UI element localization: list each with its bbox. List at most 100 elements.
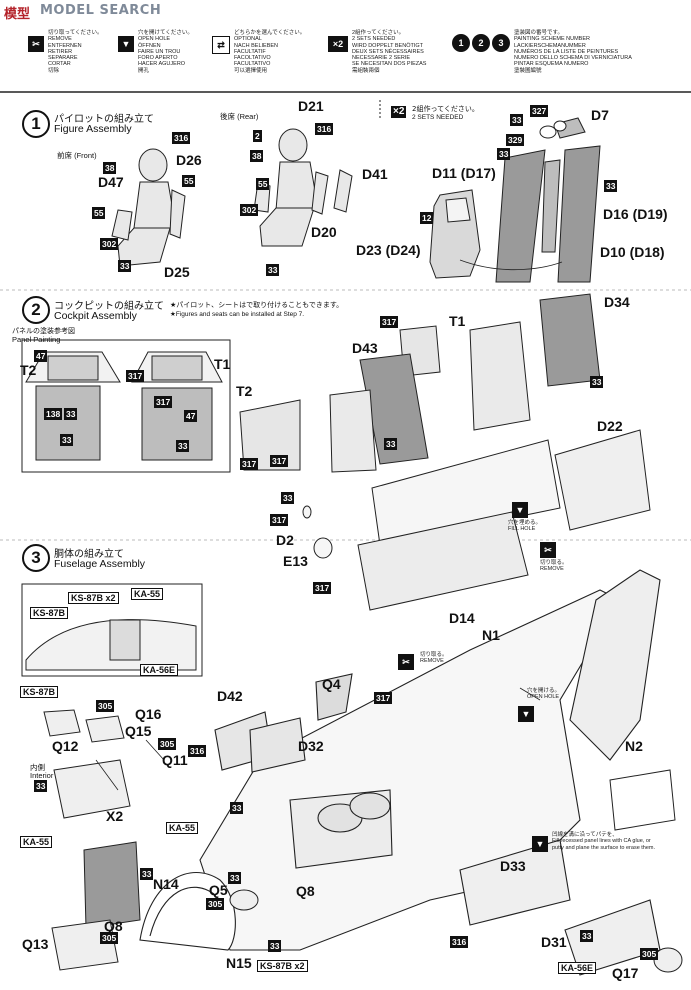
interior-label: 内側 Interior: [30, 763, 54, 780]
label-d20: D20: [311, 224, 337, 240]
color-code: 302: [240, 204, 259, 216]
color-code: 2: [253, 130, 262, 142]
variant-ka55: KA-55: [20, 836, 53, 848]
color-code: 33: [60, 434, 74, 446]
color-code: 33: [580, 930, 594, 942]
variant-ks87b-x2: KS-87B x2: [257, 960, 308, 972]
fill-hole-text: 穴を埋める。 FILL HOLE: [508, 520, 542, 533]
color-code: 316: [172, 132, 191, 144]
label-d41: D41: [362, 166, 388, 182]
color-code: 33: [176, 440, 190, 452]
scheme-badges: 1 2 3: [452, 34, 510, 52]
label-t2-panel: T2: [20, 362, 37, 378]
scheme-badge-3: 3: [492, 34, 510, 52]
color-code: 316: [188, 745, 207, 757]
panel-painting-en: Panel Painting: [12, 335, 61, 344]
fill-icon: ▼: [532, 836, 548, 852]
color-code: 317: [270, 514, 289, 526]
color-code: 55: [92, 207, 106, 219]
legend-optional-text: どちらかを選んでください。 OPTIONAL NACH BELIEBEN FAC…: [234, 30, 306, 74]
label-d47: D47: [98, 174, 124, 190]
remove-icon: ✂: [28, 36, 44, 52]
rear-arm-part: [333, 169, 353, 213]
canopy: [139, 871, 236, 951]
label-d43: D43: [352, 340, 378, 356]
color-code: 317: [374, 692, 393, 704]
label-q4: Q4: [322, 676, 341, 692]
legend-open-hole-text: 穴を開けてください。 OPEN HOLE ÖFFNEN FAIRE UN TRO…: [138, 30, 193, 74]
label-d16: D16 (D19): [603, 206, 668, 222]
label-d32: D32: [298, 738, 324, 754]
color-code: 33: [268, 940, 282, 952]
color-code: 33: [281, 492, 295, 504]
color-code: 33: [140, 868, 154, 880]
label-n15: N15: [226, 955, 252, 971]
color-code: 305: [640, 948, 659, 960]
color-code: 47: [184, 410, 198, 422]
variant-ks87b: KS-87B: [20, 686, 59, 698]
color-code: 317: [380, 316, 399, 328]
color-code: 317: [313, 582, 332, 594]
color-code: 55: [256, 178, 270, 190]
label-d26: D26: [176, 152, 202, 168]
remove-text-step3: 切り取る。 REMOVE: [420, 652, 448, 665]
legend-scheme-text: 塗装図の番号です。 PAINTING SCHEME NUMBER LACKIER…: [514, 30, 632, 74]
front-pilot-figure: [111, 148, 186, 267]
label-q12: Q12: [52, 738, 79, 754]
label-n1: N1: [482, 627, 500, 643]
label-d22: D22: [597, 418, 623, 434]
color-code: 138: [44, 408, 63, 420]
legend-x2-text: 2組作ってください。 2 SETS NEEDED WIRD DOPPELT BE…: [352, 30, 427, 74]
color-code: 33: [510, 114, 524, 126]
remove-icon: ✂: [540, 542, 556, 558]
scheme-badge-1: 1: [452, 34, 470, 52]
color-code: 317: [270, 455, 289, 467]
label-q16: Q16: [135, 706, 162, 722]
remove-text-step2: 切り取る。 REMOVE: [540, 560, 568, 573]
label-x2: X2: [106, 808, 124, 824]
step-2-note-ja: ★パイロット、シートはで取り付けることもできます。: [170, 301, 344, 309]
fuselage: [199, 569, 661, 976]
color-code: 302: [100, 238, 119, 250]
scheme-badge-2: 2: [472, 34, 490, 52]
color-code: 33: [228, 872, 242, 884]
left-subassemblies: [43, 709, 683, 973]
label-d42: D42: [217, 688, 243, 704]
step-1-title-en: Figure Assembly: [54, 123, 132, 135]
color-code: 12: [420, 212, 434, 224]
step-2-note-en: ★Figures and seats can be installed at S…: [170, 311, 305, 318]
color-code: 33: [230, 802, 244, 814]
inset-label: KA-55: [131, 588, 164, 600]
color-code: 33: [118, 260, 132, 272]
label-d14: D14: [449, 610, 475, 626]
color-code: 317: [154, 396, 173, 408]
color-code: 327: [530, 105, 549, 117]
label-d11: D11 (D17): [432, 165, 496, 181]
step-3-number: 3: [22, 544, 50, 572]
label-d34: D34: [604, 294, 630, 310]
inset-label: KA-56E: [140, 664, 179, 676]
color-code: 305: [206, 898, 225, 910]
label-d31: D31: [541, 934, 567, 950]
color-code: 316: [315, 123, 334, 135]
label-d23: D23 (D24): [356, 242, 421, 258]
label-q11: Q11: [162, 752, 188, 768]
color-code: 317: [240, 458, 259, 470]
cockpit-tub: [239, 293, 651, 611]
step-2-title-ja: コックピットの組み立て: [54, 301, 164, 312]
color-code: 317: [126, 370, 145, 382]
color-code: 33: [604, 180, 618, 192]
watermark-logo: 模型: [4, 7, 31, 22]
label-q8: Q8: [104, 918, 123, 934]
step-2-title-en: Cockpit Assembly: [54, 310, 137, 322]
step-1-number: 1: [22, 110, 50, 138]
x2-note-en: 2 SETS NEEDED: [412, 114, 464, 121]
legend-remove-text: 切り取ってください。 REMOVE ENTFERNEN RETIRER SEPA…: [48, 30, 103, 74]
variant-ka56e: KA-56E: [558, 962, 597, 974]
remove-icon: ✂: [398, 654, 414, 670]
color-code: 33: [384, 438, 398, 450]
label-t1: T1: [449, 313, 466, 329]
variant-ka55: KA-55: [166, 822, 199, 834]
step-3-title-en: Fuselage Assembly: [54, 558, 146, 570]
